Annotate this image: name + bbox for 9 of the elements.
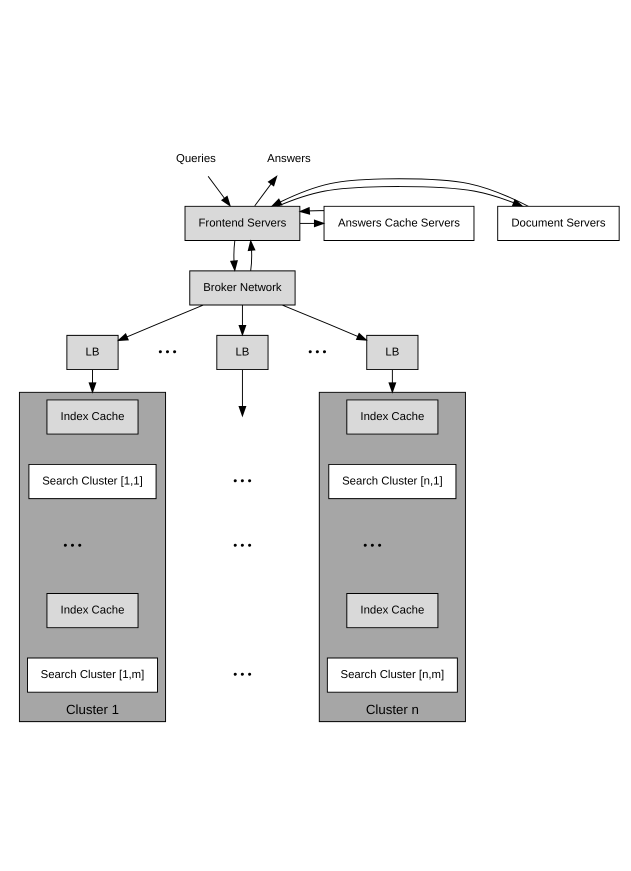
label: • • • xyxy=(158,346,177,358)
label: • • • xyxy=(233,475,252,488)
label: • • • xyxy=(63,540,82,552)
node-text: Answers xyxy=(267,152,311,165)
node-text: Queries xyxy=(176,152,216,165)
label: • • • xyxy=(233,540,252,552)
label: • • • xyxy=(363,540,382,552)
label: • • • xyxy=(308,346,327,358)
label: • • • xyxy=(233,669,252,682)
